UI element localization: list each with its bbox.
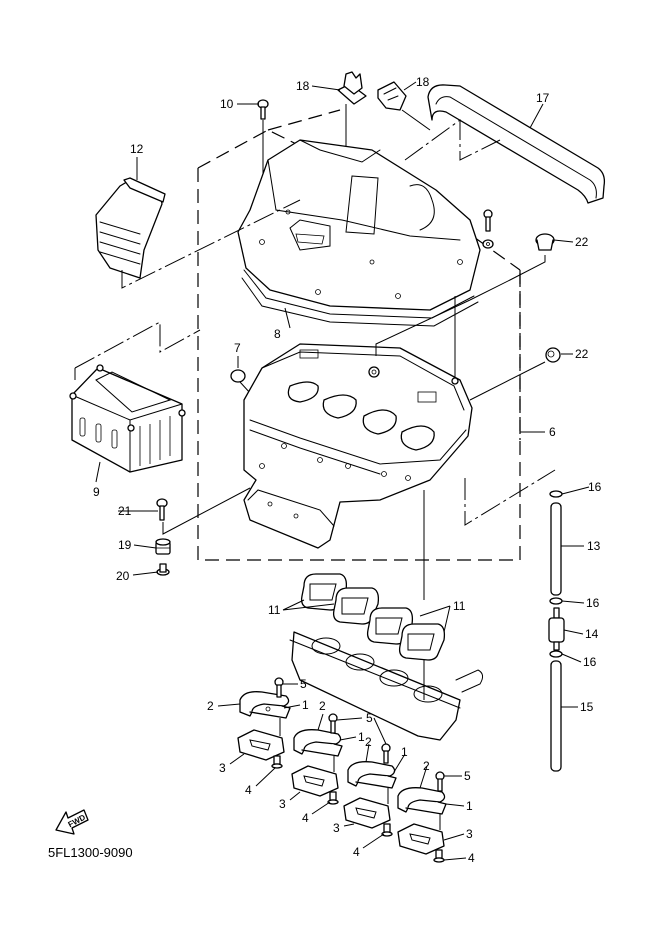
callout-8: 8 — [274, 327, 281, 341]
callout-16c: 16 — [583, 655, 597, 669]
callout-11a: 11 — [268, 603, 281, 617]
callout-9: 9 — [93, 485, 100, 499]
part-8-seal — [284, 307, 291, 329]
part-9-air-filter — [69, 321, 201, 483]
callout-2b: 2 — [319, 699, 326, 713]
callout-17: 17 — [536, 91, 550, 105]
callout-21: 21 — [118, 504, 132, 518]
clamp-set-c — [343, 743, 397, 837]
air-filter-cover — [237, 139, 481, 327]
air-filter-case-lower — [243, 296, 473, 600]
callout-4c: 4 — [353, 845, 360, 859]
callout-2c: 2 — [365, 735, 372, 749]
callout-11b: 11 — [453, 599, 466, 613]
callout-3d: 3 — [466, 827, 473, 841]
callout-10: 10 — [220, 97, 234, 111]
part-15-hose — [550, 660, 562, 772]
callout-19: 19 — [118, 538, 132, 552]
callout-2d: 2 — [423, 759, 430, 773]
callout-5b: 5 — [366, 711, 373, 725]
callout-4b: 4 — [302, 811, 309, 825]
part-17-duct — [404, 84, 606, 204]
forward-direction-indicator: FWD — [55, 809, 89, 835]
callout-20: 20 — [116, 569, 130, 583]
hose-connection-line — [464, 469, 556, 526]
callout-3b: 3 — [279, 797, 286, 811]
callout-4d: 4 — [468, 851, 475, 865]
callout-3a: 3 — [219, 761, 226, 775]
callout-2a: 2 — [207, 699, 214, 713]
drawing-code: 5FL1300-9090 — [48, 845, 133, 860]
callout-leaders — [118, 81, 590, 861]
part-22-grommet-lower — [469, 347, 561, 401]
callout-1b: 1 — [358, 730, 365, 744]
part-18-holder-b — [377, 81, 431, 131]
throttle-body-assembly — [289, 631, 484, 741]
callout-14: 14 — [585, 627, 599, 641]
callout-12: 12 — [130, 142, 144, 156]
callout-7: 7 — [234, 341, 241, 355]
callout-1c: 1 — [401, 745, 408, 759]
part-14-check-valve — [548, 607, 565, 651]
callout-18b: 18 — [416, 75, 430, 89]
callout-15: 15 — [580, 700, 594, 714]
part-22-grommet-upper — [469, 233, 555, 301]
part-16-clip-middle — [549, 597, 563, 605]
callout-3c: 3 — [333, 821, 340, 835]
callout-1a: 1 — [302, 698, 309, 712]
callout-13: 13 — [587, 539, 601, 553]
clamp-set-a — [237, 677, 291, 769]
part-11-joints — [282, 573, 451, 661]
clamp-set-d — [397, 771, 447, 863]
callout-labels: 10 18 18 17 12 22 8 7 22 6 9 21 19 20 16… — [48, 75, 602, 865]
callout-4a: 4 — [245, 783, 252, 797]
callout-16b: 16 — [586, 596, 600, 610]
cover-screw-right — [482, 209, 494, 249]
callout-6: 6 — [549, 425, 556, 439]
callout-22b: 22 — [575, 347, 589, 361]
callout-16a: 16 — [588, 480, 602, 494]
part-16-clip-top — [549, 490, 563, 498]
part-16-clip-bottom — [549, 650, 563, 658]
part-13-hose — [550, 502, 562, 596]
callout-5c: 5 — [464, 769, 471, 783]
part-20-collar — [156, 563, 170, 576]
part-12-air-duct — [95, 157, 301, 289]
callout-18a: 18 — [296, 79, 310, 93]
callout-5a: 5 — [300, 677, 307, 691]
part-21-bolt — [156, 487, 251, 535]
part-19-damper — [155, 538, 171, 555]
clamp-set-b — [291, 713, 343, 805]
callout-1d: 1 — [466, 799, 473, 813]
callout-22a: 22 — [575, 235, 589, 249]
